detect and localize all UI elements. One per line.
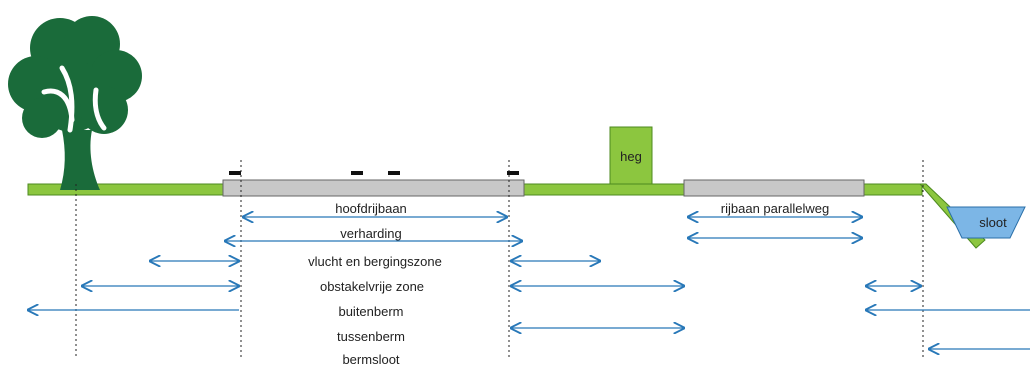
- label-tussenberm: tussenberm: [337, 329, 405, 344]
- dimension-arrows: [28, 217, 1030, 349]
- label-buitenberm: buitenberm: [338, 304, 403, 319]
- heg-label: heg: [620, 149, 642, 164]
- label-parallelweg: rijbaan parallelweg: [721, 201, 829, 216]
- ditch-icon: [946, 206, 1026, 239]
- label-bermsloot: bermsloot: [342, 352, 399, 367]
- lane-markings: [229, 171, 519, 175]
- parallel-road: [683, 179, 865, 197]
- label-obstakelvrij: obstakelvrije zone: [320, 279, 424, 294]
- tree-icon: [8, 16, 142, 190]
- label-verharding: verharding: [340, 226, 401, 241]
- sloot-label: sloot: [979, 215, 1007, 230]
- reference-lines: [75, 160, 924, 358]
- hedge-icon: [609, 126, 653, 185]
- label-hoofdrijbaan: hoofdrijbaan: [335, 201, 407, 216]
- main-carriageway: [222, 179, 525, 197]
- label-vlucht: vlucht en bergingszone: [308, 254, 442, 269]
